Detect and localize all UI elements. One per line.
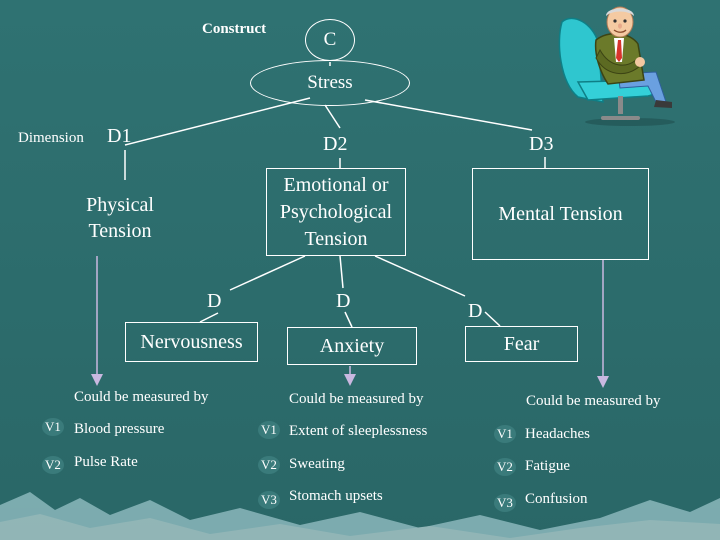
- dimension-d3-name: Mental Tension: [498, 202, 623, 225]
- construct-label: Construct: [202, 21, 267, 37]
- variable-badge: V2: [258, 456, 280, 474]
- measure-caption-col1: Could be measured by: [74, 389, 209, 405]
- dimension-label: Dimension: [18, 130, 84, 146]
- element-nervousness-code: D: [207, 290, 222, 312]
- construct-oval: Stress: [250, 60, 410, 106]
- measure-caption-col3: Could be measured by: [526, 393, 661, 409]
- variable-badge: V1: [494, 425, 516, 443]
- element-anxiety-box: Anxiety: [287, 327, 417, 365]
- dimension-d2-name: Emotional or Psychological Tension: [279, 173, 393, 250]
- variable-name: Sweating: [289, 456, 345, 472]
- element-nervousness-name: Nervousness: [140, 330, 243, 353]
- variable-name: Stomach upsets: [289, 488, 383, 504]
- variable-badge: V1: [42, 418, 64, 436]
- dimension-d3-box: Mental Tension: [472, 168, 649, 260]
- variable-badge: V2: [494, 458, 516, 476]
- element-fear-box: Fear: [465, 326, 578, 362]
- line-stress-d1: [124, 97, 311, 146]
- variable-badge: V2: [42, 456, 64, 474]
- variable-name: Extent of sleeplessness: [289, 423, 428, 439]
- dimension-d1-name: Physical Tension: [86, 194, 154, 242]
- element-anxiety-name: Anxiety: [319, 334, 385, 357]
- variable-badge: V3: [258, 491, 280, 509]
- variable-name: Fatigue: [525, 458, 570, 474]
- line-d-nervous: [199, 312, 219, 323]
- variable-name: Blood pressure: [74, 421, 165, 437]
- element-fear-code: D: [468, 300, 483, 322]
- line-d-anxiety: [344, 311, 353, 328]
- construct-name: Stress: [307, 72, 353, 93]
- variable-name: Pulse Rate: [74, 454, 138, 470]
- dimension-d1-code: D1: [107, 125, 132, 147]
- line-emo-d-c: [374, 255, 466, 297]
- dimension-d2-box: Emotional or Psychological Tension: [266, 168, 406, 256]
- variable-name: Confusion: [525, 491, 588, 507]
- line-emo-d-a: [229, 255, 306, 291]
- ice-decoration: [0, 492, 720, 540]
- line-stress-d2: [324, 104, 341, 129]
- variable-name: Headaches: [525, 426, 590, 442]
- variable-badge: V3: [494, 494, 516, 512]
- seated-man-in-armchair-icon: [558, 6, 675, 126]
- line-stress-d3: [364, 99, 533, 131]
- construct-code: C: [323, 29, 337, 50]
- element-fear-name: Fear: [503, 332, 540, 355]
- construct-code-oval: C: [305, 19, 355, 61]
- element-anxiety-code: D: [336, 290, 351, 312]
- element-nervousness-box: Nervousness: [125, 322, 258, 362]
- line-emo-d-b: [339, 255, 344, 289]
- measure-caption-col2: Could be measured by: [289, 391, 424, 407]
- dimension-d2-code: D2: [323, 133, 348, 155]
- line-d-fear: [484, 311, 501, 327]
- variable-badge: V1: [258, 421, 280, 439]
- dimension-d3-code: D3: [529, 133, 554, 155]
